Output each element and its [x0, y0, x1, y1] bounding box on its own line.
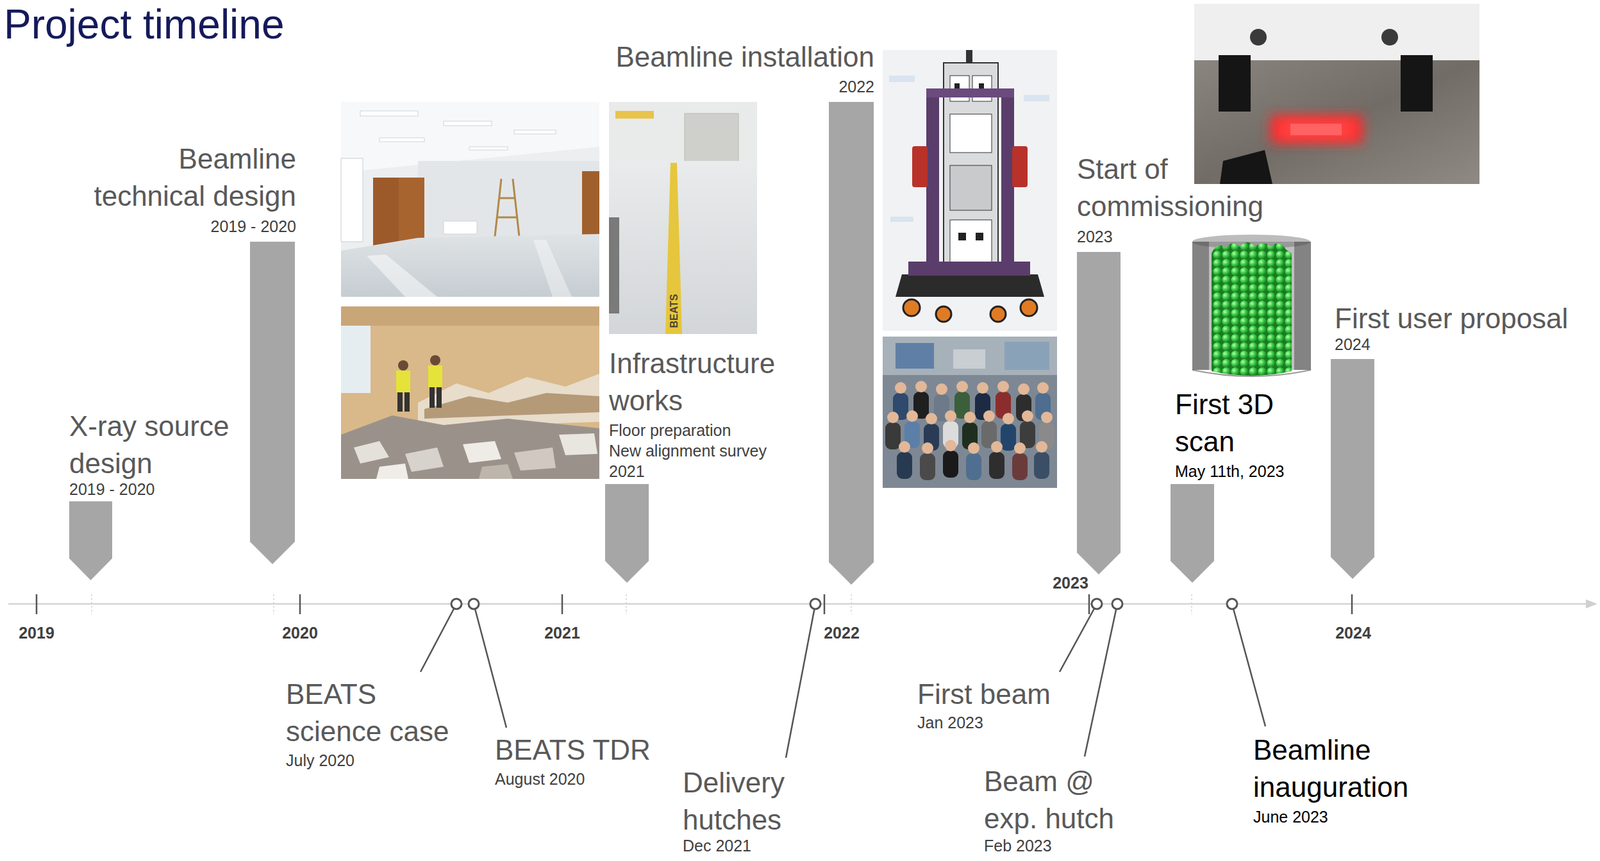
label-slot: 2023	[1076, 226, 1113, 247]
milestone-label: X-ray source design	[69, 407, 243, 483]
year-label: 2021	[530, 623, 595, 643]
milestone-date: May 11th, 2023	[1175, 461, 1284, 481]
event-label: Delivery hutches	[682, 764, 795, 839]
milestone-note: New alignment survey	[608, 440, 767, 461]
label-slot: 2021	[608, 461, 645, 481]
label-slot: Infrastructure works	[608, 344, 795, 420]
event-date: Jan 2023	[917, 712, 984, 733]
room-photo	[341, 101, 600, 297]
year-label: 2019	[4, 623, 69, 643]
minor-ticks	[91, 594, 1192, 615]
label-slot: BEATS TDR	[494, 731, 651, 769]
milestone-label: First 3D scan	[1175, 385, 1288, 461]
label-slot: August 2020	[494, 769, 585, 789]
milestone-bar	[1170, 483, 1215, 583]
event-label: Beam @ exp. hutch	[983, 762, 1122, 838]
label-slot: 2023	[1038, 573, 1103, 593]
label-slot: Beam @ exp. hutch	[983, 762, 1122, 838]
label-slot: 2022	[809, 623, 874, 643]
milestone-note: Floor preparation	[608, 419, 731, 441]
title-slot: Project timeline	[3, 0, 285, 49]
milestone-date: 2024	[1334, 334, 1371, 354]
event-date: July 2020	[285, 750, 355, 770]
label-slot: July 2020	[285, 750, 355, 770]
label-slot: First 3D scan	[1175, 385, 1288, 461]
milestone-bar	[605, 483, 649, 583]
year-ticks	[36, 594, 1352, 615]
group-photo	[882, 336, 1058, 488]
label-slot: X-ray source design	[69, 407, 243, 483]
label-slot: New alignment survey	[608, 440, 767, 461]
event-date: June 2023	[1253, 807, 1329, 827]
event-label: BEATS science case	[285, 675, 459, 750]
label-slot: 2024	[1321, 623, 1386, 643]
event-date: August 2020	[494, 769, 585, 789]
year-label: 2022	[809, 623, 874, 643]
floor-marking: BEATS	[667, 288, 681, 334]
milestone-date: 2019 - 2020	[69, 479, 155, 499]
floor-photo	[608, 101, 758, 334]
milestone-label: Infrastructure works	[608, 344, 795, 420]
label-slot: June 2023	[1253, 807, 1329, 827]
scan-rendering	[1192, 234, 1311, 377]
milestone-label: Beamline installation	[541, 38, 875, 76]
label-slot: BEATS	[651, 304, 697, 318]
milestone-bar	[1076, 251, 1121, 575]
axis-arrowhead	[1585, 599, 1598, 609]
milestone-date: 2022	[733, 76, 875, 97]
milestone-label: Beamline technical design	[84, 140, 297, 215]
label-slot: 2019 - 2020	[69, 479, 155, 499]
milestone-label: Start of commissioning	[1076, 150, 1270, 225]
label-slot: 2024	[1334, 334, 1371, 354]
label-slot: May 11th, 2023	[1175, 461, 1284, 481]
label-slot: 2019 - 2020	[155, 216, 297, 236]
label-slot: Floor preparation	[608, 419, 731, 441]
year-label: 2020	[267, 623, 333, 643]
label-slot: Feb 2023	[983, 837, 1052, 854]
label-slot: Delivery hutches	[682, 764, 795, 839]
label-slot: 2021	[530, 623, 595, 643]
milestone-label: First user proposal	[1334, 300, 1568, 338]
event-markers	[451, 598, 1238, 609]
milestone-date: 2023	[1076, 226, 1113, 247]
label-slot: Beamline installation	[541, 38, 875, 76]
label-slot: BEATS science case	[285, 675, 459, 750]
year-label: 2024	[1321, 623, 1386, 643]
event-date: Feb 2023	[983, 837, 1052, 854]
label-slot: Beamline inauguration	[1253, 731, 1417, 806]
label-slot: Beamline technical design	[84, 140, 297, 215]
event-label: BEATS TDR	[494, 731, 651, 769]
label-slot: 2022	[733, 76, 875, 97]
label-slot: 2019	[4, 623, 69, 643]
event-label: Beamline inauguration	[1253, 731, 1417, 806]
milestone-bar	[828, 101, 874, 585]
demolition-photo	[341, 306, 600, 479]
year-label: 2023	[1038, 573, 1103, 593]
label-slot: 2020	[267, 623, 333, 643]
slide-title: Project timeline	[3, 0, 285, 49]
milestone-date: 2019 - 2020	[155, 216, 297, 236]
label-slot: Start of commissioning	[1076, 150, 1270, 225]
event-date: Dec 2021	[682, 837, 752, 854]
milestone-date: 2021	[608, 461, 645, 481]
label-slot: First user proposal	[1334, 300, 1568, 338]
label-slot: First beam	[917, 675, 1051, 713]
event-label: First beam	[917, 675, 1051, 713]
milestone-bar	[1330, 358, 1375, 579]
milestone-bars	[69, 101, 1375, 585]
milestone-bar	[69, 501, 113, 581]
assembly-photo	[882, 50, 1058, 331]
beam-photo	[1194, 3, 1480, 184]
label-slot: Dec 2021	[682, 837, 752, 854]
milestone-bar	[250, 241, 295, 565]
label-slot: Jan 2023	[917, 712, 984, 733]
